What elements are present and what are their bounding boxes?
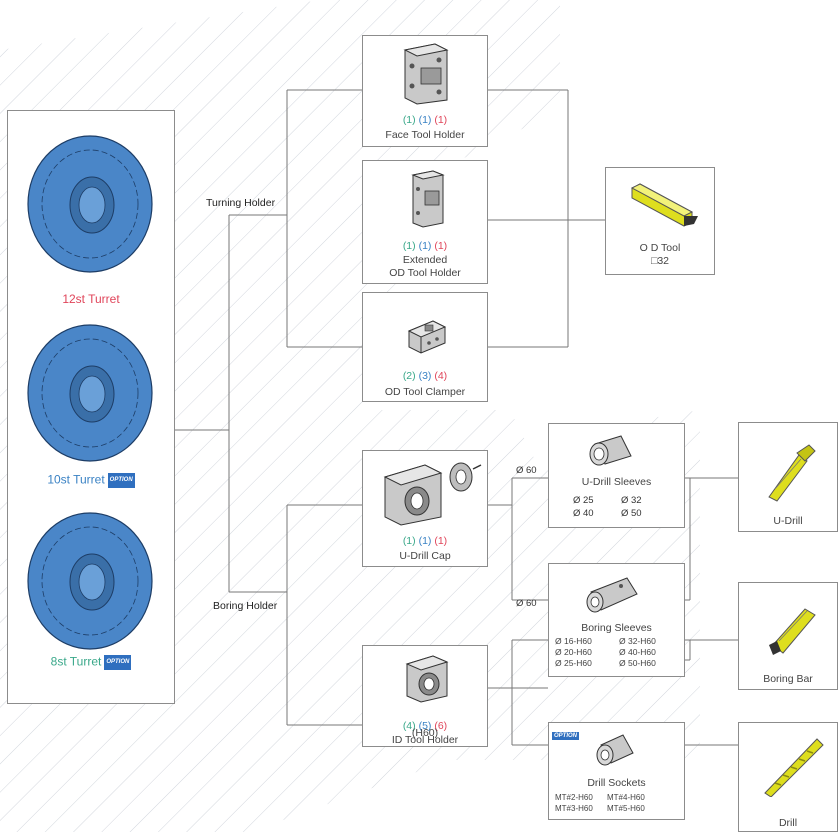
od-clamper-label: OD Tool Clamper <box>384 386 466 398</box>
u-drill-cap-image <box>383 462 482 526</box>
boring-sleeve-size: Ø 50-H60 <box>619 658 656 668</box>
drill-sockets-label: Drill Sockets <box>587 777 646 789</box>
u-drill-cap-card: (1) (1) (1) U-Drill Cap <box>362 450 488 567</box>
u-drill-cap-label: U-Drill Cap <box>399 550 451 562</box>
u-drill-label: U-Drill <box>773 515 803 527</box>
turret-10-image <box>27 324 153 462</box>
boring-holder-label: Boring Holder <box>213 600 278 612</box>
face-holder-quantities: (1) (1) (1) <box>402 114 448 126</box>
drill-label: Drill <box>778 817 798 829</box>
u-drill-sleeve-size: Ø 40 <box>573 508 594 519</box>
ext-holder-quantities: (1) (1) (1) <box>402 240 448 252</box>
id-holder-label-2: (H60) <box>411 727 439 739</box>
od-tool-size: □32 <box>650 255 670 267</box>
turning-holder-label: Turning Holder <box>206 197 276 209</box>
id-holder-image <box>405 655 449 703</box>
od-tool-label: O D Tool <box>639 242 681 254</box>
drill-image <box>764 738 824 797</box>
diameter-60-label-lower: Ø 60 <box>516 598 537 609</box>
ext-holder-label-2: OD Tool Holder <box>389 267 461 279</box>
option-badge: OPTION <box>107 473 135 488</box>
u-drill-image <box>768 444 816 502</box>
face-tool-holder-card: (1) (1) (1) Face Tool Holder <box>362 35 488 147</box>
ext-holder-label-1: Extended <box>402 254 448 266</box>
u-drill-sleeves-card: U-Drill Sleeves Ø 25 Ø 32 Ø 40 Ø 50 <box>548 423 685 528</box>
boring-sleeve-size: Ø 20-H60 <box>555 647 592 657</box>
boring-sleeve-image <box>586 577 638 613</box>
turret-12-label: 12st Turret <box>62 292 120 306</box>
od-tool-clamper-card: (2) (3) (4) OD Tool Clamper <box>362 292 488 402</box>
drill-socket-size: MT#4-H60 <box>607 793 645 802</box>
u-drill-sleeve-size: Ø 50 <box>621 508 642 519</box>
boring-bar-image <box>769 608 816 655</box>
u-drill-cap-quantities: (1) (1) (1) <box>402 535 448 547</box>
u-drill-sleeve-image <box>589 435 632 466</box>
drill-socket-size: MT#3-H60 <box>555 804 593 813</box>
od-clamper-quantities: (2) (3) (4) <box>402 370 448 382</box>
extended-od-holder-card: (1) (1) (1) Extended OD Tool Holder <box>362 160 488 284</box>
id-holder-label-1: ID Tool Holder <box>391 734 459 746</box>
boring-sleeve-size: Ø 16-H60 <box>555 636 592 646</box>
boring-bar-label: Boring Bar <box>763 673 813 685</box>
boring-sleeve-size: Ø 40-H60 <box>619 647 656 657</box>
drill-card: Drill <box>738 722 838 832</box>
boring-sleeves-label: Boring Sleeves <box>581 622 652 634</box>
face-holder-label: Face Tool Holder <box>385 129 465 141</box>
option-badge: OPTION <box>104 655 132 670</box>
drill-sockets-card: OPTION Drill Sockets MT#2-H60 MT#4-H60 M… <box>548 722 685 820</box>
id-tool-holder-card: (4) (5) (6) ID Tool Holder <box>362 645 488 747</box>
u-drill-sleeve-size: Ø 32 <box>621 495 642 506</box>
turret-8-image <box>27 512 153 650</box>
drill-socket-image <box>596 734 634 766</box>
turret-12-shape <box>27 135 153 273</box>
od-clamper-image <box>407 320 447 354</box>
diameter-60-label-upper: Ø 60 <box>516 465 537 476</box>
od-tool-image <box>630 183 698 227</box>
id-holder-quantities: (4) (5) (6) <box>402 720 448 732</box>
boring-sleeve-size: Ø 32-H60 <box>619 636 656 646</box>
boring-sleeves-card: Boring Sleeves Ø 16-H60 Ø 32-H60 Ø 20-H6… <box>548 563 685 677</box>
extended-holder-image <box>411 170 445 228</box>
boring-bar-card: Boring Bar <box>738 582 838 690</box>
turret-12-image <box>27 135 153 273</box>
drill-socket-size: MT#5-H60 <box>607 804 645 813</box>
u-drill-card: U-Drill <box>738 422 838 532</box>
drill-socket-size: MT#2-H60 <box>555 793 593 802</box>
option-badge: OPTION <box>552 732 580 740</box>
od-tool-card: O D Tool □32 <box>605 167 715 275</box>
boring-sleeve-size: Ø 25-H60 <box>555 658 592 668</box>
u-drill-sleeve-size: Ø 25 <box>573 495 594 506</box>
u-drill-sleeves-label: U-Drill Sleeves <box>581 476 652 488</box>
face-holder-image <box>403 43 449 105</box>
